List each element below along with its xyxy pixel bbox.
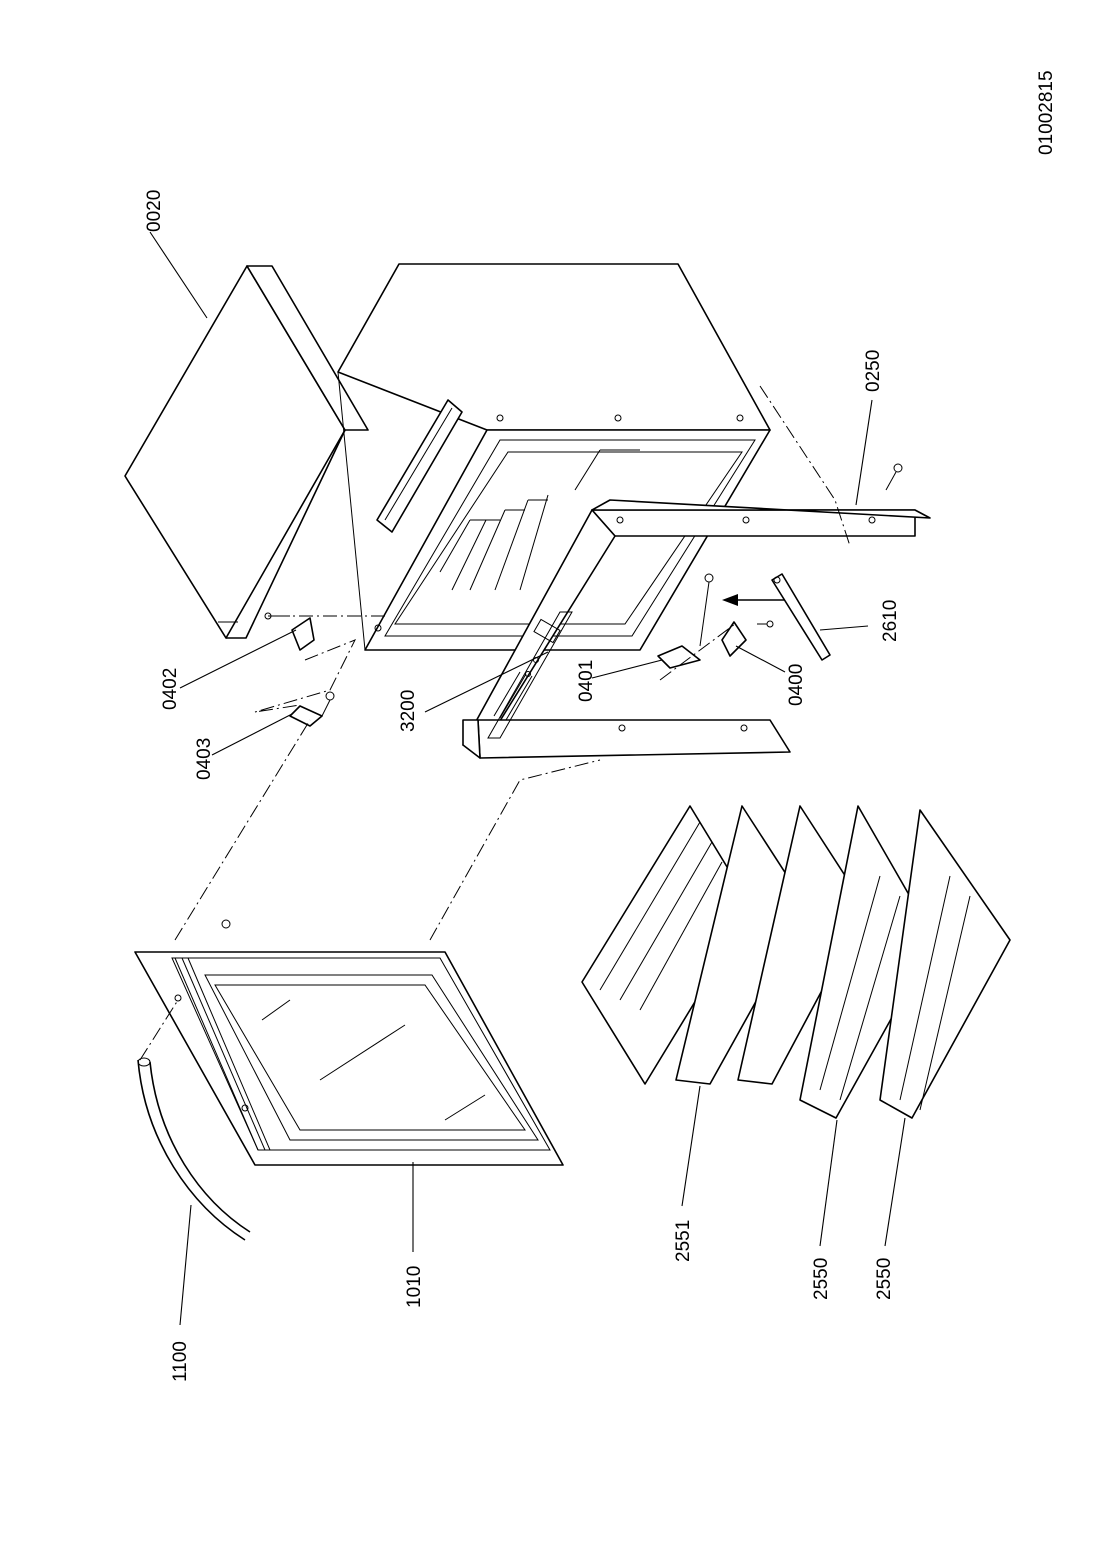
front-frame-0250	[462, 499, 931, 759]
cabinet-body	[337, 263, 771, 651]
callout-1010: 1010	[404, 1266, 425, 1308]
hinge-0401	[657, 573, 714, 669]
screw-icon	[885, 463, 903, 491]
hinge-0400	[721, 620, 774, 657]
drawing-number: 01002815	[1036, 70, 1057, 155]
callout-2551: 2551	[673, 1220, 694, 1262]
arrow-icon	[722, 594, 785, 606]
callout-2550-a: 2550	[811, 1258, 832, 1300]
tool-2610	[771, 573, 831, 661]
top-cover-0020	[124, 265, 369, 639]
control-panel-3200	[487, 611, 573, 739]
callout-0401: 0401	[576, 660, 597, 702]
callout-2610: 2610	[880, 600, 901, 642]
callout-0402: 0402	[160, 668, 181, 710]
hinge-0402	[264, 612, 315, 651]
door-1010	[134, 919, 564, 1166]
wine-rack-2550b	[879, 809, 1011, 1119]
assembly-lines	[139, 385, 851, 1061]
callout-2550-b: 2550	[874, 1258, 895, 1300]
callout-0400: 0400	[786, 664, 807, 706]
leader-lines	[149, 231, 906, 1326]
wine-rack-2551	[581, 805, 809, 1085]
handle-1100	[137, 1057, 251, 1241]
callout-1100: 1100	[170, 1341, 191, 1382]
callout-labels: 0020 0250 0402 0403 3200 0401 0400 2610 …	[144, 190, 901, 1382]
callout-0250: 0250	[863, 350, 884, 392]
callout-0020: 0020	[144, 190, 165, 232]
callout-0403: 0403	[194, 738, 215, 780]
hinge-0403	[289, 691, 335, 727]
callout-3200: 3200	[398, 690, 419, 732]
